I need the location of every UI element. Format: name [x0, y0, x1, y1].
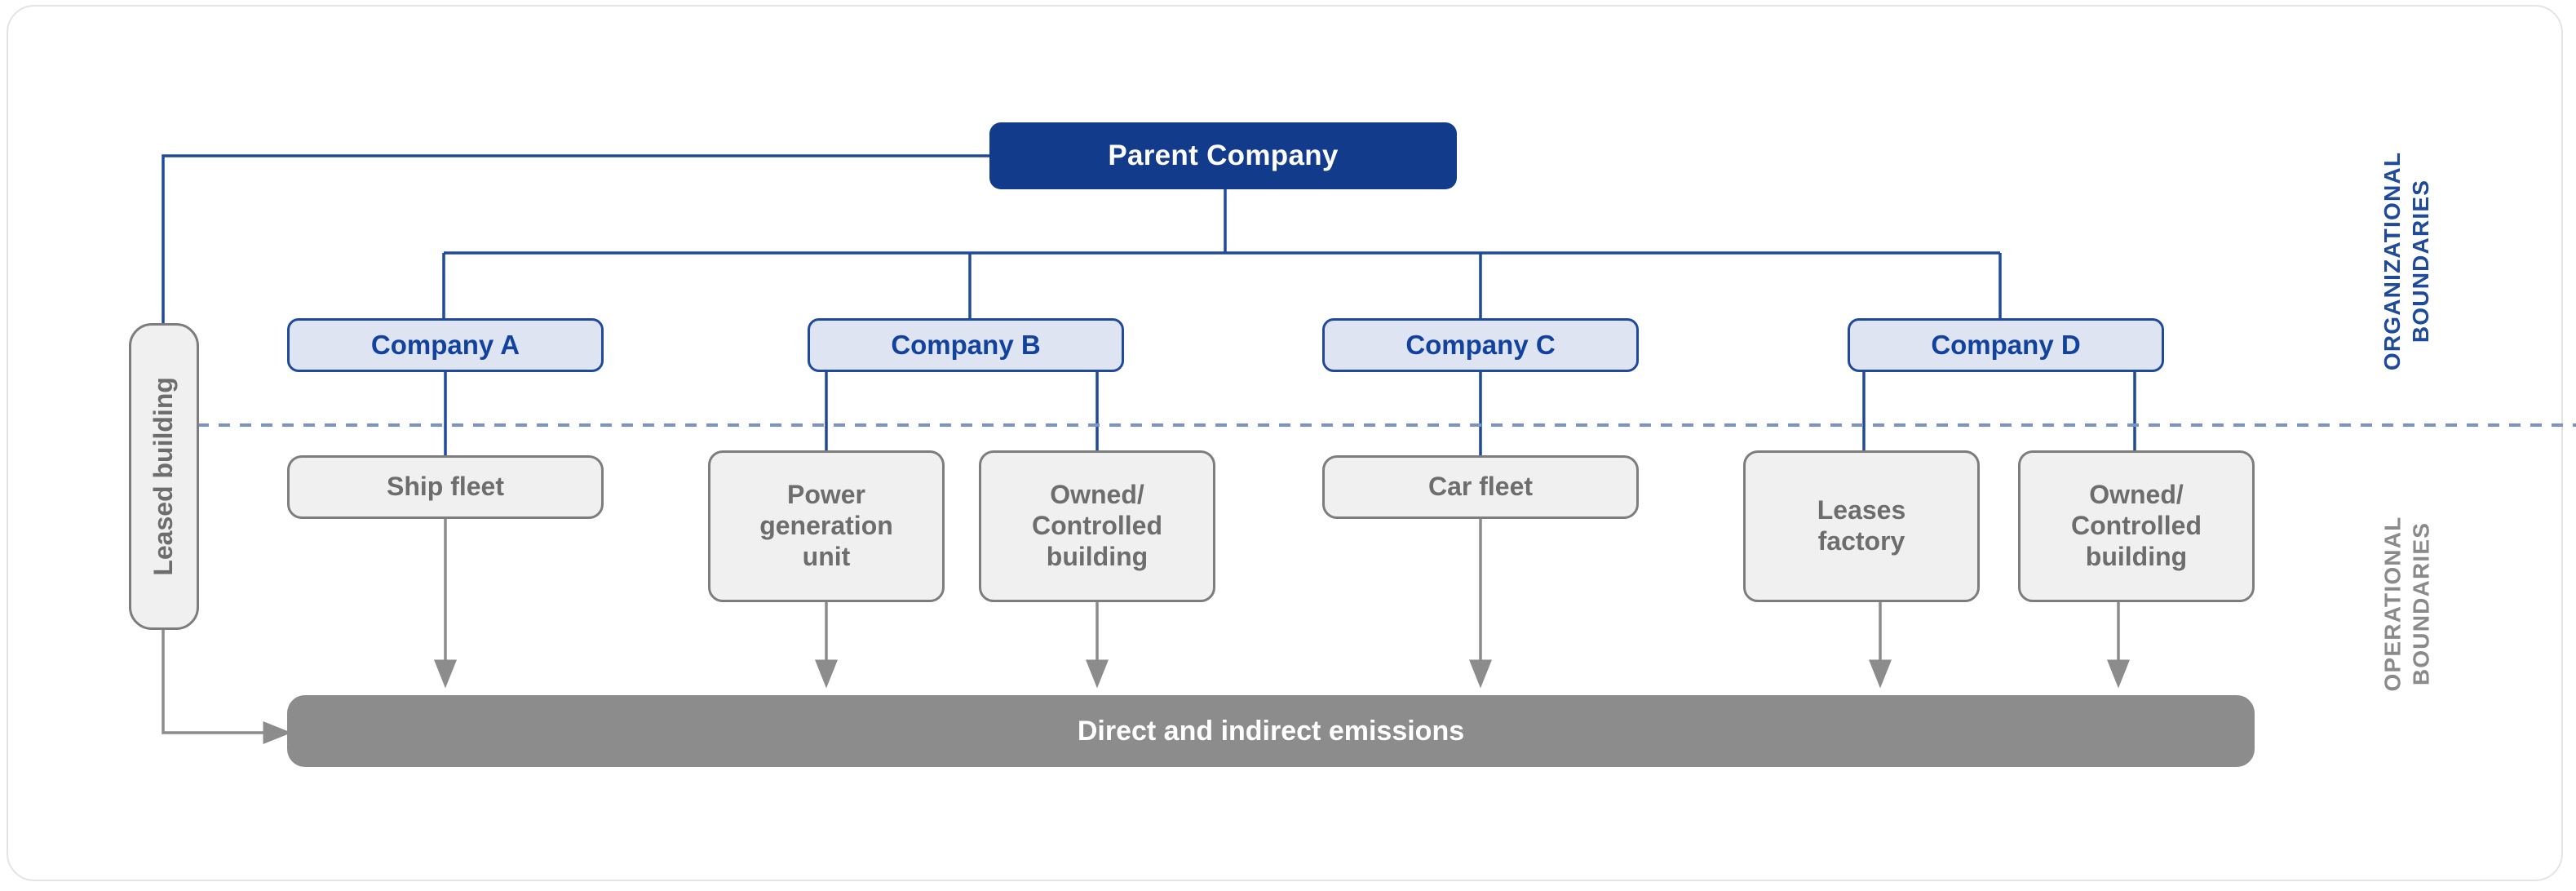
node-power-generation-unit[interactable]: Power generation unit — [708, 450, 945, 602]
label-operational-boundaries: OPERATIONAL BOUNDARIES — [2349, 441, 2463, 767]
node-parent-company[interactable]: Parent Company — [989, 122, 1457, 189]
owned-b-line-1: Owned/ — [1050, 480, 1144, 510]
company-b-label: Company B — [891, 329, 1041, 360]
owned-b-line-2: Controlled — [1032, 511, 1162, 541]
ship-fleet-line-1: Ship fleet — [386, 472, 504, 502]
wire-parent-to-leased — [162, 154, 989, 323]
ops-boundaries-line-2: BOUNDARIES — [2408, 521, 2433, 686]
org-boundaries-line-2: BOUNDARIES — [2408, 179, 2434, 344]
leases-factory-line-1: Leases — [1817, 495, 1906, 525]
org-boundaries-line-1: ORGANIZATIONAL — [2379, 151, 2406, 371]
node-leased-building[interactable]: Leased building — [129, 323, 199, 630]
node-owned-controlled-building-b[interactable]: Owned/ Controlled building — [979, 450, 1215, 602]
company-c-label: Company C — [1405, 329, 1556, 360]
owned-d-line-3: building — [2085, 541, 2188, 571]
node-company-b[interactable]: Company B — [808, 318, 1124, 372]
node-company-a[interactable]: Company A — [287, 318, 604, 372]
owned-b-line-3: building — [1046, 541, 1149, 571]
node-owned-controlled-building-d[interactable]: Owned/ Controlled building — [2018, 450, 2255, 602]
car-fleet-label: Car fleet — [1420, 472, 1541, 503]
power-unit-line-2: generation — [759, 511, 893, 541]
node-ship-fleet[interactable]: Ship fleet — [287, 455, 604, 519]
owned-controlled-building-d-label: Owned/ Controlled building — [2063, 480, 2210, 572]
owned-controlled-building-b-label: Owned/ Controlled building — [1024, 480, 1171, 572]
ops-boundaries-line-1: OPERATIONAL — [2379, 516, 2405, 692]
emissions-label: Direct and indirect emissions — [1077, 715, 1465, 747]
car-fleet-line-1: Car fleet — [1427, 472, 1534, 502]
parent-company-label: Parent Company — [1108, 140, 1339, 172]
arrow-leased-to-emissions — [162, 630, 292, 744]
power-unit-line-3: unit — [802, 541, 851, 571]
leases-factory-line-2: factory — [1817, 526, 1905, 556]
ship-fleet-label: Ship fleet — [378, 472, 512, 503]
node-direct-and-indirect-emissions[interactable]: Direct and indirect emissions — [287, 695, 2255, 767]
company-d-label: Company D — [1931, 329, 2081, 360]
node-company-d[interactable]: Company D — [1848, 318, 2164, 372]
node-company-c[interactable]: Company C — [1322, 318, 1639, 372]
leases-factory-label: Leases factory — [1809, 495, 1914, 557]
power-generation-unit-label: Power generation unit — [751, 480, 901, 572]
owned-d-line-2: Controlled — [2071, 511, 2202, 541]
company-a-label: Company A — [370, 329, 520, 360]
leased-building-label: Leased building — [148, 377, 179, 576]
node-leases-factory[interactable]: Leases factory — [1743, 450, 1980, 602]
power-unit-line-1: Power — [786, 480, 865, 510]
owned-d-line-1: Owned/ — [2089, 480, 2184, 510]
label-organizational-boundaries: ORGANIZATIONAL BOUNDARIES — [2349, 98, 2463, 424]
node-car-fleet[interactable]: Car fleet — [1322, 455, 1639, 519]
